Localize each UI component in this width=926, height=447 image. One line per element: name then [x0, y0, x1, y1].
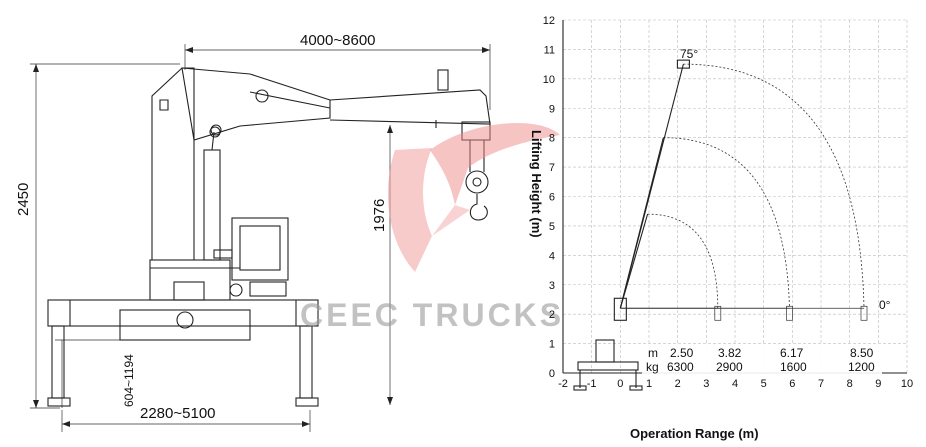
hook-0deg-1 [714, 305, 722, 321]
hook-0deg-2 [786, 305, 793, 321]
turret-base [149, 259, 231, 301]
dim-boom-length: 4000~8600 [300, 32, 376, 49]
x-axis-label: Operation Range (m) [630, 426, 759, 441]
y-axis-label: Lifting Height (m) [529, 130, 544, 238]
x-tick-10: 10 [901, 378, 913, 390]
y-tick-7: 7 [549, 162, 555, 174]
y-tick-2: 2 [549, 309, 555, 321]
x-tick-5: 5 [761, 378, 767, 390]
y-tick-8: 8 [549, 133, 555, 145]
boom-extension [329, 89, 491, 125]
lift-cylinder [203, 149, 221, 261]
x-tick--2: -2 [558, 378, 568, 390]
boom-head-75deg [676, 59, 690, 69]
x-tick-2: 2 [675, 378, 681, 390]
x-tick--1: -1 [587, 378, 597, 390]
logo-red-swoosh-top [430, 123, 560, 205]
table-row-m-label: m [648, 346, 658, 360]
control-box [231, 217, 289, 281]
dim-outrigger-span: 2280~5100 [140, 405, 216, 422]
y-tick-6: 6 [549, 192, 555, 204]
table-load-3: 1600 [780, 360, 807, 374]
angle-min-label: 0° [879, 298, 891, 312]
x-tick-0: 0 [617, 378, 623, 390]
y-tick-10: 10 [543, 74, 555, 86]
x-tick-8: 8 [847, 378, 853, 390]
y-tick-9: 9 [549, 103, 555, 115]
x-tick-7: 7 [818, 378, 824, 390]
hook-icon [469, 194, 488, 221]
boom-positions [613, 59, 868, 321]
table-range-3: 6.17 [780, 346, 804, 360]
boom-75deg-3 [619, 63, 684, 309]
table-load-2: 2900 [716, 360, 743, 374]
y-tick-12: 12 [543, 15, 555, 27]
logo-red-swoosh-left [387, 148, 432, 272]
table-row-kg-label: kg [646, 360, 659, 374]
load-table: m kg 2.50 3.82 6.17 8.50 6300 2900 1600 … [642, 344, 882, 374]
x-tick-labels: -2 -1 0 1 2 3 4 5 6 7 8 9 10 [558, 378, 913, 390]
reach-arc-3 [683, 63, 865, 309]
y-tick-1: 1 [549, 339, 555, 351]
reach-arc-2 [663, 137, 790, 309]
table-range-4: 8.50 [850, 346, 874, 360]
base-frame [47, 299, 319, 327]
x-tick-1: 1 [646, 378, 652, 390]
boom-pivot [613, 297, 627, 321]
chart-crane-base [573, 339, 643, 391]
dim-outrigger-height: 604~1194 [122, 354, 136, 407]
watermark-logo: CEEC TRUCKS [300, 123, 564, 333]
x-tick-3: 3 [703, 378, 709, 390]
table-range-1: 2.50 [670, 346, 694, 360]
dim-total-height: 2450 [15, 183, 32, 216]
y-tick-11: 11 [544, 44, 555, 56]
x-tick-4: 4 [732, 378, 738, 390]
watermark-text: CEEC TRUCKS [300, 297, 564, 333]
x-tick-6: 6 [789, 378, 795, 390]
y-tick-3: 3 [549, 280, 555, 292]
crane-column [151, 67, 195, 260]
y-tick-4: 4 [549, 250, 555, 262]
dim-hook-height: 1976 [371, 199, 388, 232]
boom-base-section [181, 67, 331, 141]
hook-pulley [465, 170, 489, 194]
y-tick-5: 5 [549, 221, 555, 233]
angle-max-label: 75° [680, 47, 698, 61]
reach-arcs [647, 63, 865, 309]
x-tick-9: 9 [875, 378, 881, 390]
table-load-4: 1200 [848, 360, 875, 374]
table-range-2: 3.82 [718, 346, 742, 360]
outrigger-right [299, 325, 313, 399]
y-tick-0: 0 [549, 368, 555, 380]
reach-arc-1 [647, 213, 719, 309]
hook-0deg-3 [860, 305, 868, 321]
table-load-1: 6300 [667, 360, 694, 374]
